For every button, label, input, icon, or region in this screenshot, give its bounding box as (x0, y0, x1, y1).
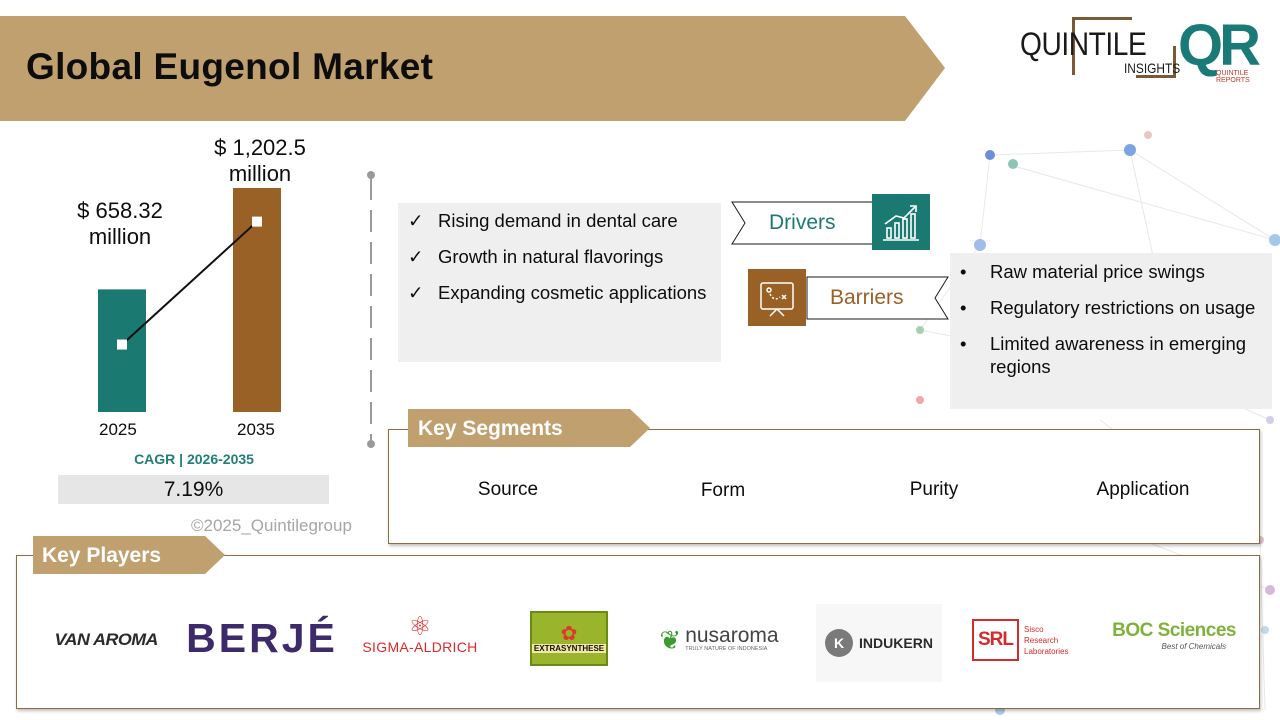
year-label-2035: 2035 (237, 420, 275, 439)
logo-mark-subtext: QUINTILE REPORTS (1216, 70, 1250, 84)
key-segments-panel (388, 429, 1260, 544)
driver-item: ✓Rising demand in dental care (408, 210, 678, 231)
barriers-tag (806, 276, 949, 320)
logo-text: QUINTILE (1020, 26, 1147, 62)
logo-srl: SRL Sisco Research Laboratories (968, 612, 1080, 668)
trend-marker-2035 (252, 216, 262, 227)
leaf-icon: ❦ (659, 624, 682, 655)
title-banner (0, 16, 945, 121)
trend-marker-2025 (117, 339, 127, 350)
page-title: Global Eugenol Market (26, 46, 434, 87)
logo-boc-sciences: BOC Sciences Best of Chemicals (1112, 619, 1236, 651)
driver-item: ✓Growth in natural flavorings (408, 246, 664, 267)
drivers-tag (731, 201, 876, 245)
driver-item: ✓Expanding cosmetic applications (408, 282, 707, 303)
segment-form: Form (700, 480, 746, 501)
key-segments-tab (408, 409, 650, 447)
barriers-label: Barriers (830, 286, 904, 309)
barrier-item: •Limited awareness in emerging regions (960, 333, 1247, 377)
chart-growth-icon (872, 194, 930, 250)
bullet-icon: • (960, 261, 967, 282)
barrier-item: •Regulatory restrictions on usage (960, 297, 1256, 318)
check-icon: ✓ (408, 210, 424, 231)
copyright: ©2025_Quintilegroup (191, 516, 352, 535)
key-segments-title: Key Segments (418, 417, 563, 440)
atom-icon: ⚛ (408, 611, 432, 641)
vertical-divider (367, 171, 375, 448)
logo-mark: QR (1178, 13, 1261, 78)
bullet-icon: • (960, 297, 967, 318)
bullet-icon: • (960, 333, 967, 354)
logo-berje: BERJÉ (186, 614, 338, 661)
barriers-list-panel: •Raw material price swings •Regulatory r… (950, 253, 1272, 409)
drivers-list: ✓Rising demand in dental care ✓Growth in… (398, 209, 708, 317)
check-icon: ✓ (408, 246, 424, 267)
cagr-label: CAGR | 2026-2035 (134, 451, 254, 467)
indukern-mark-icon: K (825, 629, 854, 657)
segment-application: Application (1096, 479, 1190, 500)
barriers-list: •Raw material price swings •Regulatory r… (950, 260, 1268, 391)
flower-icon: ✿ (560, 623, 578, 645)
barrier-item: •Raw material price swings (960, 261, 1205, 282)
logo-nusaroma: ❦ nusaroma TRULY NATURE OF INDONESIA (659, 624, 779, 655)
logo-van-aroma: VAN AROMA (54, 630, 158, 649)
drivers-label: Drivers (769, 211, 836, 234)
cagr-value: 7.19% (58, 475, 329, 504)
segment-purity: Purity (909, 479, 959, 500)
strategy-board-icon (748, 269, 806, 326)
logo-sigma-aldrich: ⚛ SIGMA-ALDRICH (362, 611, 478, 655)
market-size-chart (98, 188, 281, 412)
segment-source: Source (477, 479, 539, 500)
quintile-logo: QUINTILE INSIGHTS QR QUINTILE REPORTS (1016, 12, 1280, 84)
logo-extrasynthese: ✿ EXTRASYNTHESE (530, 611, 608, 666)
key-players-panel (16, 555, 1260, 709)
check-icon: ✓ (408, 282, 424, 303)
year-label-2025: 2025 (99, 420, 137, 439)
key-players-tab (33, 536, 225, 574)
key-players-title: Key Players (42, 544, 162, 567)
logo-indukern: K INDUKERN (816, 604, 942, 682)
bar-2025 (98, 289, 146, 412)
logo-subtext: INSIGHTS (1124, 60, 1181, 76)
trend-line (121, 220, 258, 346)
drivers-list-panel: ✓Rising demand in dental care ✓Growth in… (398, 203, 721, 362)
